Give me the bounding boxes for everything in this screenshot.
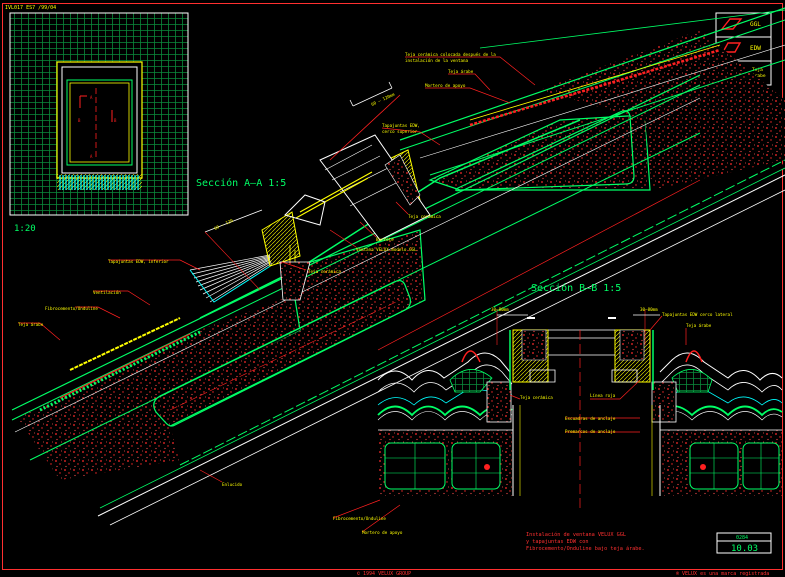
section-aa-title: Sección A–A 1:5 (196, 177, 286, 189)
label-teja-arabe-top: Teja árabe (448, 69, 474, 74)
label-ventilacion: Ventilación (93, 290, 121, 295)
detail-1-20: A A B B (9, 12, 189, 216)
bb-premarcos: Premarcos de anclaje (565, 429, 616, 434)
svg-text:B: B (114, 118, 117, 123)
svg-text:A: A (90, 154, 93, 159)
label-teja-ceramica-top-1: Teja cerámica colocada después de la (405, 52, 496, 57)
label-ventana-velux: Ventana VELUX modelo GGL (356, 247, 417, 252)
bb-linea-roja: Línea roja (590, 393, 616, 398)
title-block-code: 0284 (736, 535, 748, 541)
section-aa (11, 7, 785, 533)
caption-line-3: Fibrocemento/Onduline bajo teja árabe. (526, 545, 645, 552)
label-fibrocemento-top: Fibrocemento/Onduline (45, 306, 98, 311)
label-teja-ceramica-low: Teja cerámica (308, 269, 341, 274)
label-teja-ceramica-mid: Teja cerámica (408, 214, 441, 219)
legend-teja-2: árabe (752, 72, 766, 79)
bb-dim-left: 30–80mm (491, 307, 509, 312)
label-barrote: Barrote (376, 237, 394, 242)
label-enlucido: Enlucido (222, 482, 243, 487)
section-bb (377, 310, 783, 510)
label-tapajuntas-sup-2: cerco superior (382, 129, 418, 134)
legend-edw: EDW (750, 45, 761, 52)
label-teja-ceramica-top-2: instalación de la ventana (405, 58, 469, 63)
label-mortero-apoyo-bottom: Mortero de apoyo (362, 530, 403, 535)
dimension-1: 60 – 120mm (370, 92, 395, 107)
caption-line-1: Instalación de ventana VELUX GGL (526, 531, 626, 538)
section-bb-title: Sección B–B 1:5 (531, 282, 621, 294)
bb-teja-arabe: Teja árabe (686, 323, 712, 328)
label-tapajuntas-inferior: Tapajuntas EDW, inferior (108, 259, 169, 264)
footer-right: ® VELUX es una marca registrada (676, 571, 769, 577)
bb-escuadras: Escuadras de anclaje (565, 416, 616, 421)
bb-dim-right: 30–80mm (640, 307, 658, 312)
footer-left: © 1994 VELUX GROUP (357, 571, 411, 577)
bb-tapajuntas-lateral: Tapajuntas EDW cerco lateral (662, 312, 733, 317)
legend-teja-1: Teja (752, 67, 763, 73)
label-tapajuntas-sup-1: Tapajuntas EDW, (382, 123, 420, 128)
title-block (716, 532, 772, 554)
bb-teja-ceramica: Teja cerámica (520, 395, 553, 400)
label-mortero-apoyo-top: Mortero de apoyo (425, 83, 466, 88)
title-block-number: 10.03 (731, 544, 758, 554)
label-fibrocemento-bottom: Fibrocemento/Onduline (333, 516, 386, 521)
dimension-2: 60 – 120 (213, 218, 234, 231)
sheet-border (2, 3, 783, 570)
caption-line-2: y tapajuntas EDW con (526, 539, 588, 545)
header-code: IVL017 ES7 /99/04 (5, 5, 56, 11)
svg-text:A: A (90, 95, 93, 100)
label-teja-arabe-left: Teja árabe (18, 322, 44, 327)
legend-ggl: GGL (750, 21, 761, 28)
detail-scale: 1:20 (14, 224, 36, 234)
svg-text:B: B (78, 118, 81, 123)
